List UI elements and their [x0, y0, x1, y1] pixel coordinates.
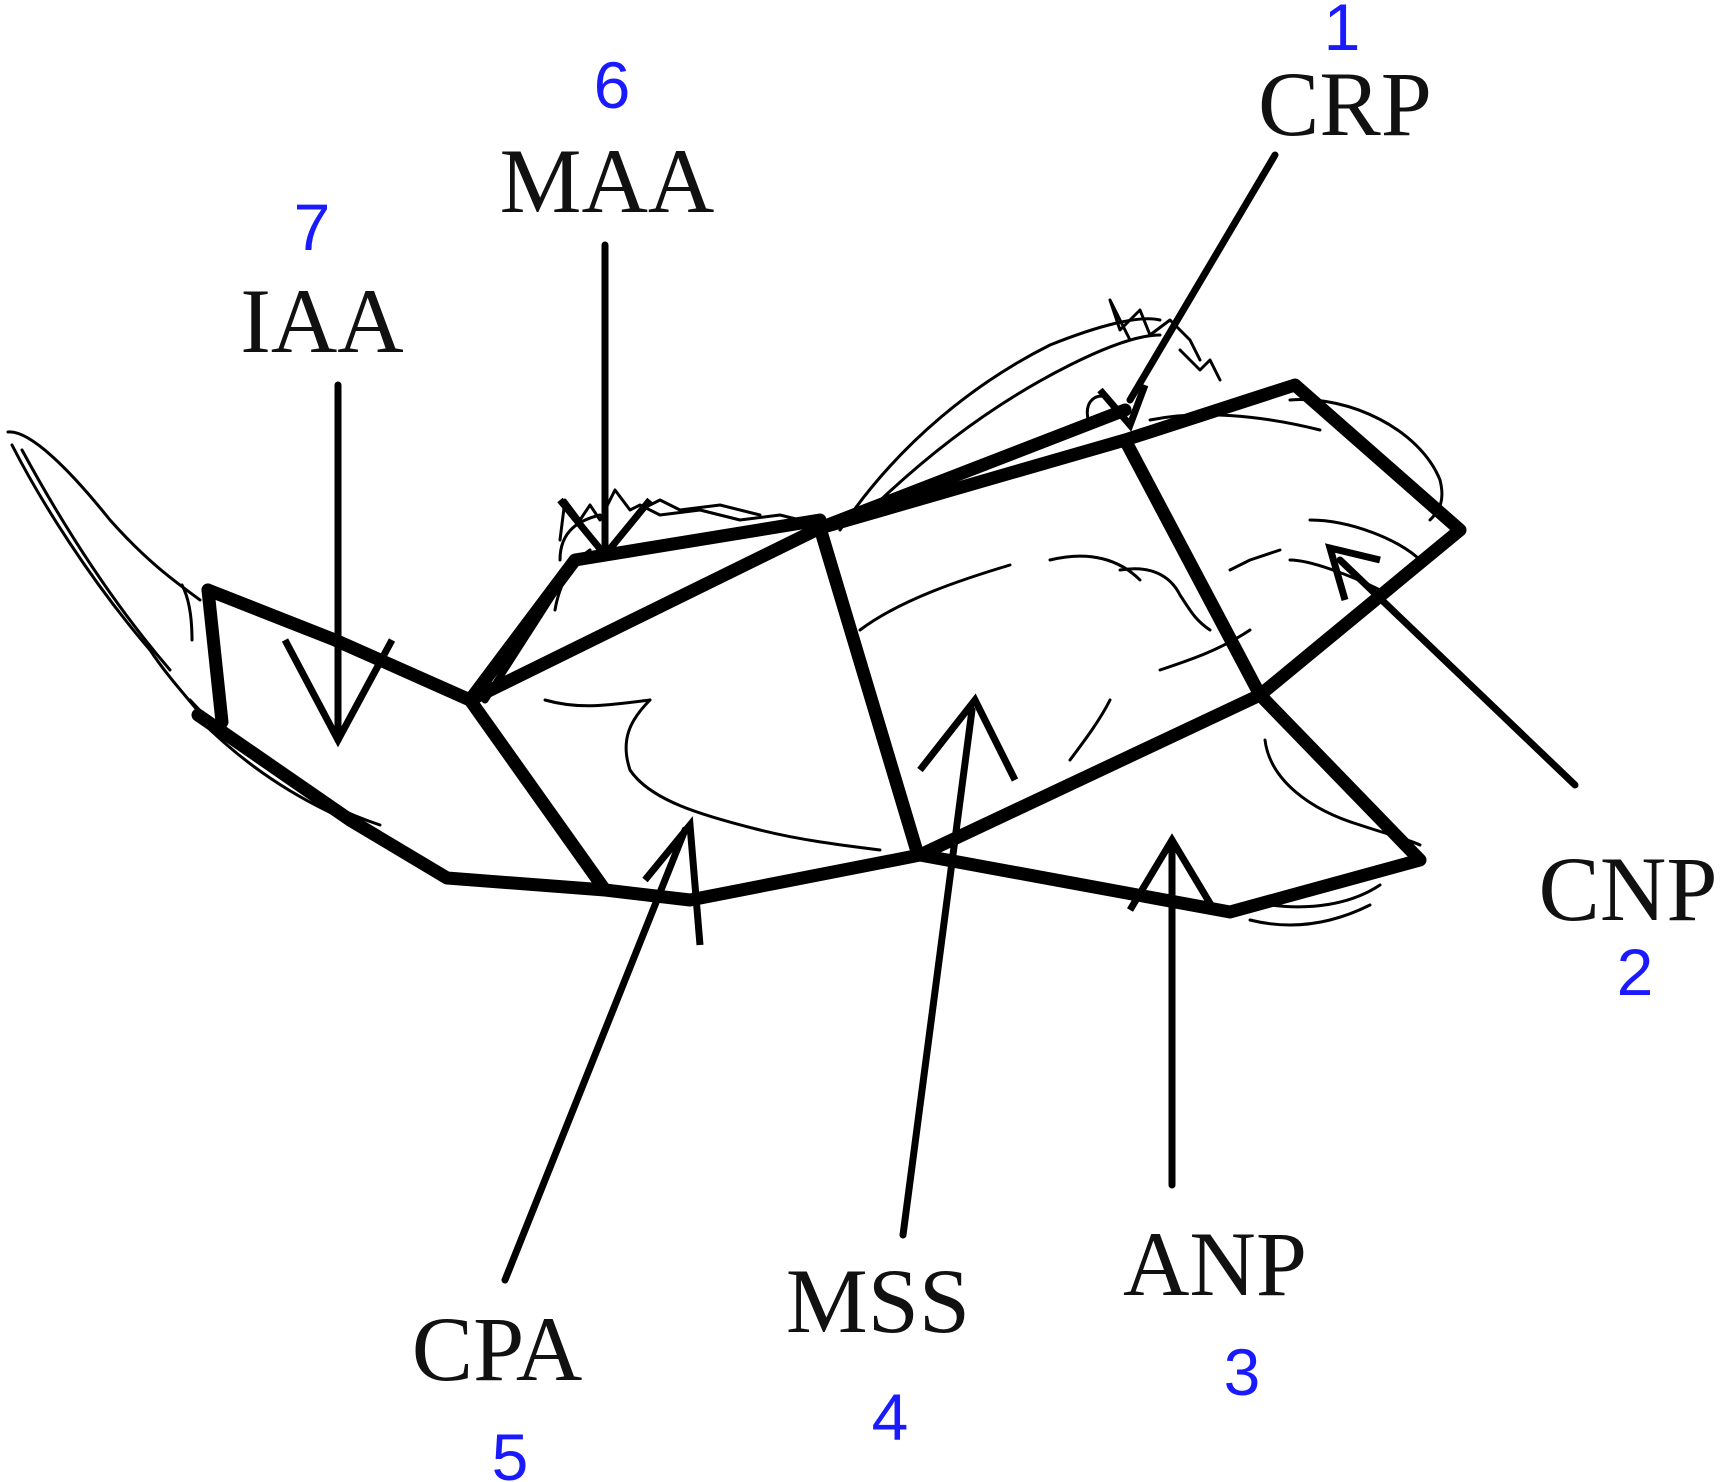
landmark-label-mss: MSS	[786, 1250, 970, 1352]
landmark-label-cnp: CNP	[1539, 838, 1718, 940]
landmark-label-iaa: IAA	[240, 270, 404, 372]
measurement-network	[191, 378, 1467, 919]
leader-cpa	[501, 816, 704, 1284]
leader-crp	[1097, 151, 1279, 432]
leader-maa	[557, 241, 653, 561]
leader-anp	[1126, 833, 1218, 1189]
landmark-number-iaa: 7	[294, 190, 331, 264]
landmark-number-maa: 6	[594, 48, 631, 122]
landmark-label-anp: ANP	[1123, 1213, 1307, 1315]
landmark-number-mss: 4	[872, 1380, 909, 1454]
landmark-number-crp: 1	[1324, 0, 1361, 64]
leader-mss	[899, 693, 1019, 1239]
landmark-label-cpa: CPA	[412, 1298, 583, 1400]
landmark-number-cnp: 2	[1617, 935, 1654, 1009]
landmark-label-maa: MAA	[500, 130, 715, 232]
bone-sketch	[6, 298, 1444, 927]
landmark-label-crp: CRP	[1258, 53, 1432, 155]
landmark-number-anp: 3	[1224, 1335, 1261, 1409]
landmark-number-cpa: 5	[492, 1420, 529, 1482]
leader-iaa	[281, 381, 396, 748]
leader-cnp	[1324, 543, 1579, 789]
